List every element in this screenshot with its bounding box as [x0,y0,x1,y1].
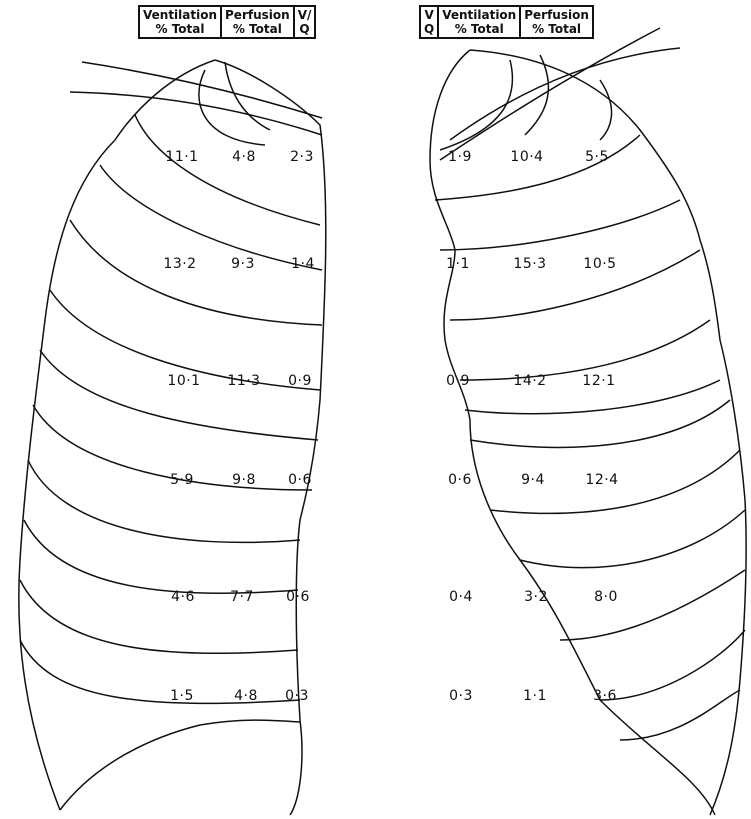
right-header-table: V Q Ventilation % Total Perfusion % Tota… [418,5,594,39]
header-line1: V/ [297,8,312,22]
left-row1-vq: 2·3 [290,149,314,165]
header-line2: Q [424,22,435,36]
right-row6-perfusion: 3·6 [593,688,617,704]
right-clavicle-line [439,27,661,161]
left-row4-vq: 0·6 [288,472,312,488]
left-clavicle-line-lower [69,91,323,136]
header-line2: Q [299,22,310,36]
left-header-ventilation: Ventilation % Total [137,5,223,39]
right-clavicle-line-lower [449,47,681,141]
right-row3-perfusion: 12·1 [582,373,616,389]
header-line2: % Total [155,22,205,36]
right-row5-ventilation: 3·2 [524,589,548,605]
right-row4-perfusion: 12·4 [585,472,619,488]
right-header-vq: V Q [418,5,440,39]
left-row5-ventilation: 4·6 [171,589,195,605]
header-line2: % Total [532,22,582,36]
right-lung-outline [429,49,747,816]
left-row3-ventilation: 10·1 [167,373,201,389]
left-row2-vq: 1·4 [291,256,315,272]
right-row2-vq: 1·1 [446,256,470,272]
left-row3-perfusion: 11·3 [227,373,261,389]
header-line1: Perfusion [225,8,290,22]
left-row2-perfusion: 9·3 [231,256,255,272]
right-row1-perfusion: 5·5 [585,149,609,165]
left-row6-ventilation: 1·5 [170,688,194,704]
right-row1-ventilation: 10·4 [510,149,544,165]
right-row5-perfusion: 8·0 [594,589,618,605]
left-row1-ventilation: 11·1 [165,149,199,165]
right-row5-vq: 0·4 [449,589,473,605]
right-row6-ventilation: 1·1 [523,688,547,704]
right-header-ventilation: Ventilation % Total [437,5,522,39]
left-row5-perfusion: 7·7 [230,589,254,605]
left-lung-outline [18,59,327,816]
right-header-perfusion: Perfusion % Total [519,5,594,39]
header-line1: V [424,8,434,22]
header-line2: % Total [454,22,504,36]
left-row2-ventilation: 13·2 [163,256,197,272]
right-row4-vq: 0·6 [448,472,472,488]
right-row3-vq: 0·9 [446,373,470,389]
left-row6-vq: 0·3 [285,688,309,704]
header-line1: Ventilation [143,8,218,22]
left-row5-vq: 0·6 [286,589,310,605]
left-row4-perfusion: 9·8 [232,472,256,488]
right-row2-perfusion: 10·5 [583,256,617,272]
header-line1: Ventilation [442,8,517,22]
left-lung-zones [19,61,323,705]
left-row4-ventilation: 5·9 [170,472,194,488]
left-row3-vq: 0·9 [288,373,312,389]
right-row3-ventilation: 14·2 [513,373,547,389]
right-row1-vq: 1·9 [448,149,472,165]
right-row6-vq: 0·3 [449,688,473,704]
header-line2: % Total [232,22,282,36]
left-lung-base [59,719,301,811]
right-row2-ventilation: 15·3 [513,256,547,272]
right-row4-ventilation: 9·4 [521,472,545,488]
left-row1-perfusion: 4·8 [232,149,256,165]
left-header-vq: V/ Q [292,5,317,39]
header-line1: Perfusion [524,8,589,22]
left-header-table: Ventilation % Total Perfusion % Total V/… [137,5,317,39]
left-header-perfusion: Perfusion % Total [220,5,295,39]
left-clavicle-line [81,61,323,119]
right-lung-zones [434,54,746,741]
left-row6-perfusion: 4·8 [234,688,258,704]
